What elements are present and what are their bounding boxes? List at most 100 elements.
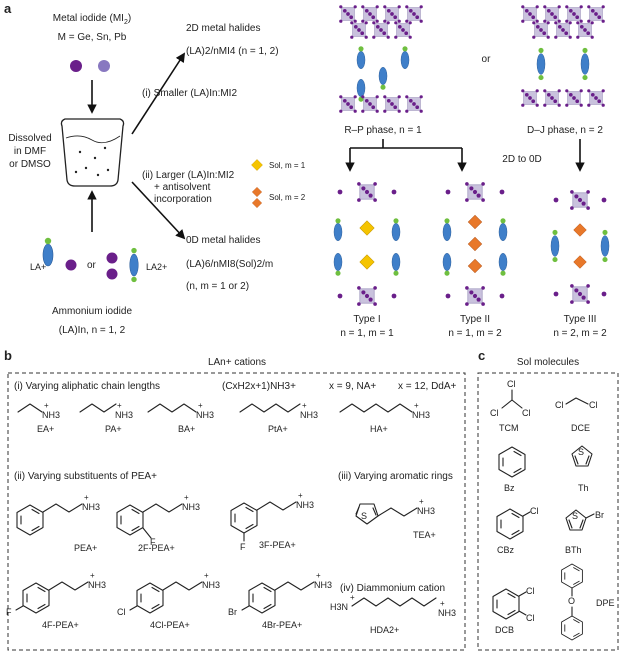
svg-text:Cl: Cl [555,400,564,410]
la-2plus-cation-icon [129,247,139,283]
svg-text:Cl: Cl [507,379,516,389]
ba-structure: NH3+ [147,401,214,420]
type-2-name: Type II [460,314,490,325]
svg-text:NH3: NH3 [42,410,60,420]
iodide-icon-2a [106,252,118,264]
tea-label: TEA+ [413,530,436,540]
svg-text:F: F [150,537,156,547]
arrow-to-2d [131,52,186,135]
tcm-label: TCM [499,423,519,433]
x12-label: x = 12, DdA+ [398,381,457,392]
svg-text:Cl: Cl [589,400,598,410]
ea-structure: NH3+ [17,401,60,420]
arrow-2d-0d-label: 2D to 0D [502,154,541,165]
th-label: Th [578,483,589,493]
type-3-params: n = 2, m = 2 [553,328,607,339]
dj-phase-label: D–J phase, n = 2 [527,125,603,136]
svg-text:O: O [568,596,575,606]
legend-sol1-icon [251,159,263,171]
svg-text:Cl: Cl [490,408,499,418]
panel-b-frame [7,372,466,651]
panel-a: a Metal iodide (MI2) M = Ge, Sn, Pb Diss… [4,1,610,339]
cbz-label: CBz [497,545,515,555]
svg-text:+: + [316,571,321,580]
svg-text:NH3: NH3 [182,502,200,512]
type-3-name: Type III [564,314,597,325]
4f-pea-label: 4F-PEA+ [42,620,79,630]
svg-text:Br: Br [228,607,237,617]
pea-structure: NH3+ [16,493,100,536]
phase-or: or [482,54,492,65]
metal-ion-icon [70,60,82,72]
ha-label: HA+ [370,424,388,434]
iodide-ion-icon [98,60,110,72]
legend-sol2-icon-bottom [252,198,262,208]
dcb-label: DCB [495,625,514,635]
svg-text:+: + [204,571,209,580]
halides-0d-formula: (LA)6/nMI8(Sol)2/m [186,259,273,270]
ammonium-formula: (LA)In, n = 1, 2 [59,325,126,336]
dissolved-line-3: or DMSO [9,159,51,170]
dce-structure: Cl Cl [555,397,598,410]
iodide-icon-1 [65,259,77,271]
svg-text:S: S [578,447,584,457]
panel-c-frame [477,372,619,651]
svg-text:NH3: NH3 [296,500,314,510]
type-1-params: n = 1, m = 1 [340,328,394,339]
dpe-structure: O [561,563,583,641]
chlorobenzene-structure: Cl [496,506,539,540]
metals-list: M = Ge, Sn, Pb [58,32,127,43]
general-formula: (CxH2x+1)NH3+ [222,381,296,392]
sec-substituents-title: (ii) Varying substituents of PEA+ [14,471,157,482]
svg-text:+: + [44,401,49,410]
type-1-structure [333,181,401,307]
svg-text:Br: Br [595,510,604,520]
halides-0d-condition: (n, m = 1 or 2) [186,281,249,292]
halides-0d-title: 0D metal halides [186,235,260,246]
la-plus-label: LA+ [30,262,46,272]
svg-text:NH3: NH3 [417,506,435,516]
sec-aromatic-title: (iii) Varying aromatic rings [338,471,453,482]
svg-text:+: + [419,497,424,506]
svg-text:+: + [302,401,307,410]
halides-2d-title: 2D metal halides [186,23,260,34]
bromothiophene-structure: S Br [565,509,604,531]
svg-text:H3N: H3N [330,602,348,612]
bth-label: BTh [565,545,582,555]
svg-text:NH3: NH3 [88,580,106,590]
panel-c: c Sol molecules Cl Cl Cl TCM Cl Cl DCE B… [477,348,619,651]
panel-b-title: LAn+ cations [208,357,266,368]
4cl-pea-structure: NH3+ Cl [117,571,220,617]
svg-text:Cl: Cl [530,506,539,516]
la-2plus-label: LA2+ [146,262,167,272]
svg-text:NH3: NH3 [412,410,430,420]
4f-pea-structure: NH3+ F [6,571,106,617]
svg-text:NH3: NH3 [82,502,100,512]
3f-pea-structure: NH3+ F [230,491,314,552]
svg-text:+: + [117,401,122,410]
svg-text:+: + [184,493,189,502]
svg-text:+: + [298,491,303,500]
route-1-label: (i) Smaller (LA)In:MI2 [142,88,237,99]
ha-structure: NH3+ [339,401,430,420]
or-label: or [87,260,97,271]
type-3-structure [550,189,610,305]
hda-label: HDA2+ [370,625,399,635]
pta-label: PtA+ [268,424,288,434]
thiophene-structure: S [571,445,593,467]
hda-structure: H3N+ NH3+ [330,593,456,618]
panel-b: b LAn+ cations (i) Varying aliphatic cha… [4,348,466,651]
panel-c-label: c [478,348,485,363]
ammonium-title: Ammonium iodide [52,306,132,317]
arrow-to-0d [131,181,186,240]
pta-structure: NH3+ [239,401,318,420]
svg-text:+: + [198,401,203,410]
svg-text:+: + [414,401,419,410]
panel-c-title: Sol molecules [517,357,579,368]
svg-text:F: F [6,607,12,617]
ea-label: EA+ [37,424,54,434]
tea-structure: S NH3+ [355,497,435,525]
svg-text:Cl: Cl [117,607,126,617]
2f-pea-label: 2F-PEA+ [138,543,175,553]
